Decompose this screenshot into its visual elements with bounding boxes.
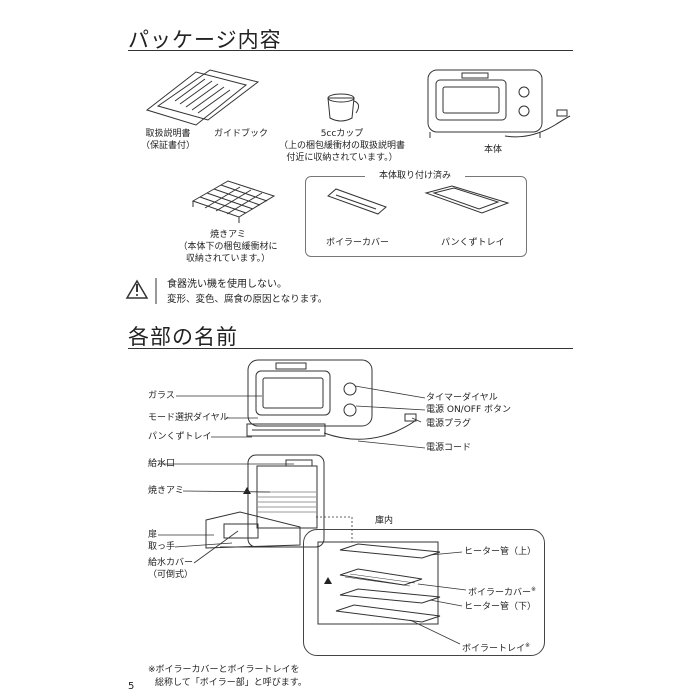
warning-line2: 変形、変色、腐食の原因となります。 bbox=[167, 294, 328, 305]
label-door: 扉 bbox=[148, 530, 158, 540]
oven-front-view bbox=[246, 359, 417, 440]
leader-lines-top bbox=[176, 385, 426, 449]
manual-illustration bbox=[145, 69, 260, 126]
warning-line1: 食器洗い機を使用しない。 bbox=[167, 279, 287, 290]
section-rule bbox=[128, 50, 573, 51]
grill-illustration bbox=[191, 180, 276, 223]
footnote-line1: ※ボイラーカバーとボイラートレイを bbox=[148, 665, 300, 675]
leader-lines-detail bbox=[409, 551, 467, 645]
label-heater-top: ヒーター管（上） bbox=[464, 546, 537, 558]
grill-label: 焼きアミ （本体下の梱包緩衝材に 収納されています。） bbox=[178, 230, 278, 264]
page-number: 5 bbox=[128, 681, 135, 692]
label-water-cover: 給水カバー bbox=[148, 558, 194, 568]
body-label: 本体 bbox=[484, 145, 503, 155]
label-glass: ガラス bbox=[148, 391, 175, 401]
guidebook-label: ガイドブック bbox=[214, 129, 269, 139]
cup-label: 5ccカップ （上の梱包緩衝材の取扱説明書 付近に収納されています。） bbox=[278, 129, 405, 163]
label-power-button: 電源 ON/OFF ボタン bbox=[426, 405, 512, 415]
boiler-cover-label: ボイラーカバー bbox=[326, 238, 390, 248]
label-plug: 電源プラグ bbox=[426, 419, 472, 429]
boiler-cover-illustration bbox=[327, 188, 387, 215]
section-rule bbox=[128, 348, 573, 349]
crumb-tray-label: パンくずトレイ bbox=[441, 238, 505, 248]
label-grill: 焼きアミ bbox=[148, 486, 184, 496]
label-interior: 庫内 bbox=[375, 516, 394, 526]
label-boiler-cover: ボイラーカバー※ bbox=[468, 584, 537, 599]
label-boiler-tray: ボイラートレイ※ bbox=[462, 640, 531, 655]
leader-lines-bottom bbox=[158, 463, 294, 564]
label-mode-dial: モード選択ダイヤル bbox=[148, 413, 229, 423]
label-cord: 電源コード bbox=[426, 443, 472, 453]
section-title-contents: パッケージ内容 bbox=[128, 28, 282, 52]
section-title-parts: 各部の名前 bbox=[128, 325, 238, 349]
detail-box bbox=[303, 529, 545, 656]
label-timer-dial: タイマーダイヤル bbox=[426, 393, 498, 403]
cup-illustration bbox=[327, 93, 360, 122]
footnote-line2: 総称して「ボイラー部」と呼びます。 bbox=[155, 678, 307, 688]
label-water-inlet: 給水口 bbox=[148, 459, 176, 469]
label-water-cover-note: （可倒式） bbox=[148, 570, 194, 580]
label-handle: 取っ手 bbox=[148, 542, 176, 552]
detail-interior bbox=[317, 541, 441, 625]
label-crumb-tray: パンくずトレイ bbox=[148, 432, 212, 442]
oven-open-view bbox=[205, 454, 325, 549]
manual-label: 取扱説明書 （保証書付） bbox=[140, 129, 195, 151]
attached-header: 本体取り付け済み bbox=[365, 170, 465, 182]
oven-illustration bbox=[427, 69, 571, 138]
label-heater-bottom: ヒーター管（下） bbox=[464, 601, 537, 613]
crumb-tray-illustration bbox=[424, 185, 510, 214]
